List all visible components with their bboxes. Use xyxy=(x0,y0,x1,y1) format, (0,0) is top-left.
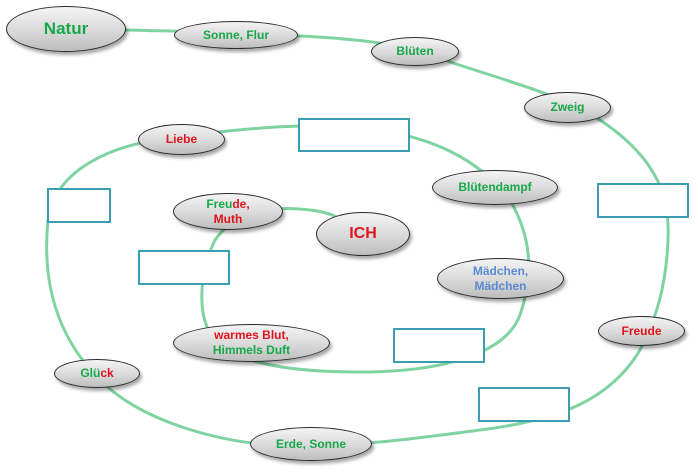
empty-box-5[interactable] xyxy=(393,328,485,363)
node-ich-label: ICH xyxy=(349,225,377,242)
node-ich: ICH xyxy=(316,212,410,256)
node-natur: Natur xyxy=(6,6,126,52)
node-blueten: Blüten xyxy=(371,37,459,66)
node-freude-muth: Freude, Muth xyxy=(173,193,283,230)
empty-box-1[interactable] xyxy=(298,118,410,152)
empty-box-4[interactable] xyxy=(138,250,230,285)
node-glueck-part-b: ck xyxy=(100,366,114,380)
node-natur-label: Natur xyxy=(43,19,89,39)
node-warmes-blut: warmes Blut, Himmels Duft xyxy=(173,324,330,362)
empty-box-3[interactable] xyxy=(597,183,689,218)
node-warmes-blut-line2: Himmels Duft xyxy=(212,343,291,357)
node-glueck-label: Glück xyxy=(80,366,113,381)
node-liebe: Liebe xyxy=(138,124,225,155)
node-freude-muth-part-b: de, xyxy=(232,196,250,211)
node-freude: Freude xyxy=(598,316,685,346)
node-zweig: Zweig xyxy=(524,92,611,123)
node-glueck-part-a: Glü xyxy=(80,366,101,380)
empty-box-2[interactable] xyxy=(47,188,111,223)
node-maedchen-line1: Mädchen, xyxy=(472,263,529,278)
node-freude-label: Freude xyxy=(621,323,662,338)
node-erde-sonne: Erde, Sonne xyxy=(250,427,372,461)
node-sonne-flur: Sonne, Flur xyxy=(174,21,298,49)
node-liebe-label: Liebe xyxy=(165,132,198,146)
node-maedchen-line2: Mädchen xyxy=(474,278,527,293)
node-bluetendampf-label: Blütendampf xyxy=(458,180,532,194)
node-freude-muth-line2: Muth xyxy=(213,211,243,226)
empty-box-6[interactable] xyxy=(478,387,570,422)
node-zweig-label: Zweig xyxy=(550,100,585,114)
node-glueck: Glück xyxy=(54,359,140,388)
node-freude-muth-part-a: Freu xyxy=(206,196,233,211)
node-warmes-blut-line1: warmes Blut, xyxy=(214,328,289,342)
node-maedchen: Mädchen, Mädchen xyxy=(437,258,564,299)
node-bluetendampf: Blütendampf xyxy=(432,170,558,205)
node-erde-sonne-label: Erde, Sonne xyxy=(275,436,346,451)
node-freude-muth-line1: Freude, xyxy=(206,197,249,212)
node-blueten-label: Blüten xyxy=(396,44,434,58)
node-sonne-flur-label: Sonne, Flur xyxy=(203,27,269,42)
